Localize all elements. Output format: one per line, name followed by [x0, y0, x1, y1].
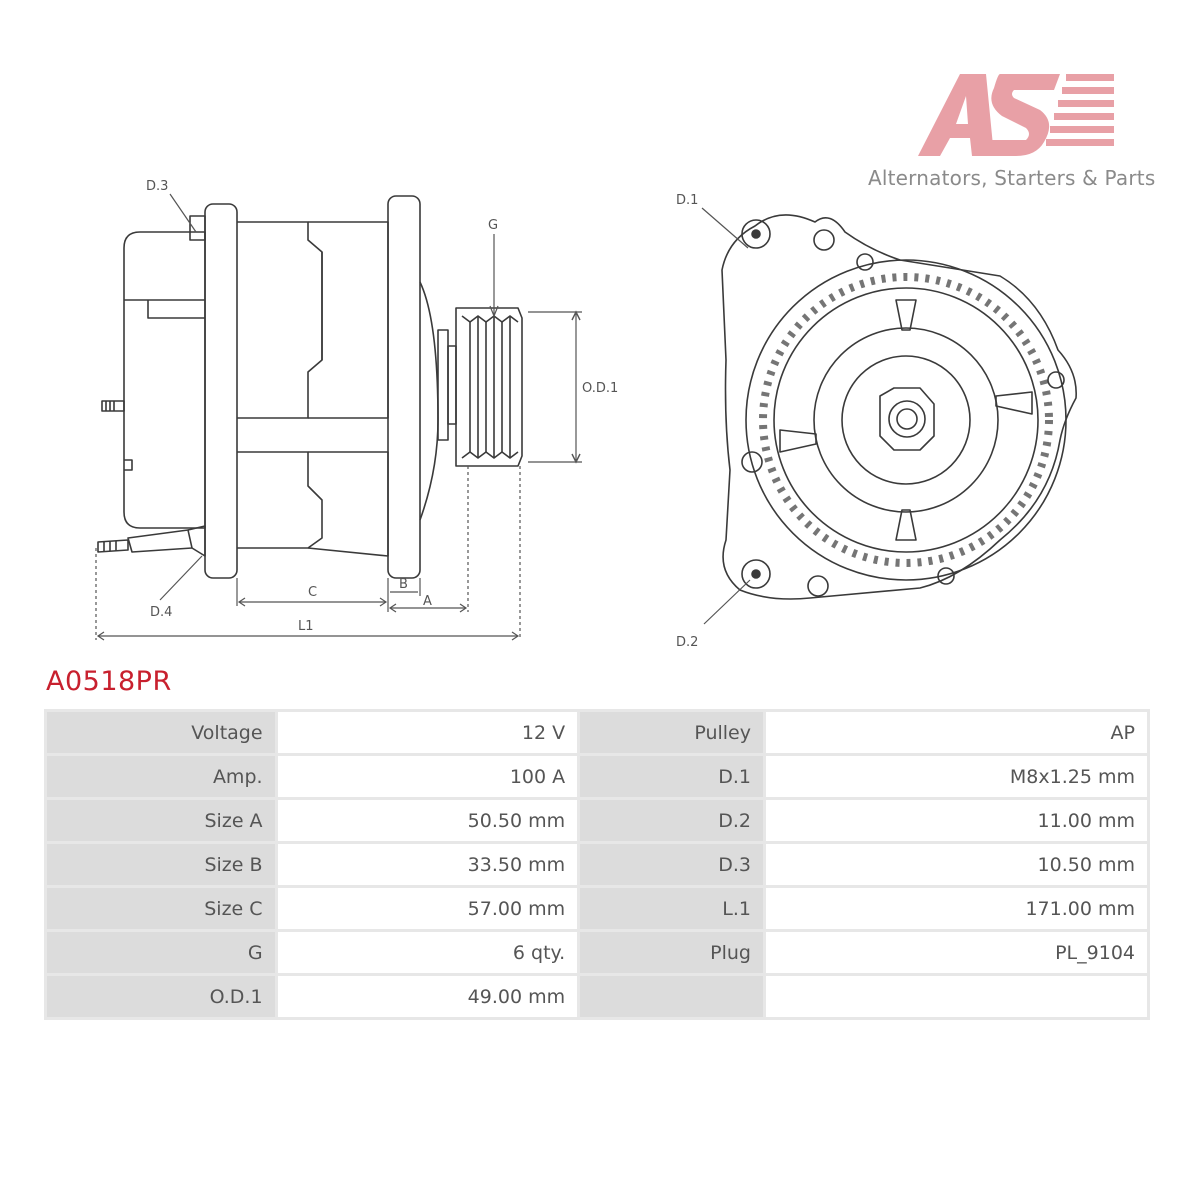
- label-d1: D.1: [676, 193, 698, 208]
- spec-value: 11.00 mm: [766, 800, 1147, 841]
- spec-label: O.D.1: [47, 976, 275, 1017]
- spec-label: Voltage: [47, 712, 275, 753]
- as-logo: [918, 74, 1114, 156]
- label-c: C: [308, 585, 317, 600]
- spec-value: [766, 976, 1147, 1017]
- spec-value: 50.50 mm: [277, 800, 578, 841]
- label-d3: D.3: [146, 179, 168, 194]
- label-d2: D.2: [676, 635, 698, 650]
- spec-label: D.3: [580, 844, 763, 885]
- spec-label: Plug: [580, 932, 763, 973]
- label-a: A: [423, 594, 432, 609]
- spec-label: Pulley: [580, 712, 763, 753]
- spec-value: 33.50 mm: [277, 844, 578, 885]
- spec-value: 49.00 mm: [277, 976, 578, 1017]
- spec-label: G: [47, 932, 275, 973]
- spec-label: Size B: [47, 844, 275, 885]
- label-g: G: [488, 218, 498, 233]
- spec-value: 6 qty.: [277, 932, 578, 973]
- brand-tagline: Alternators, Starters & Parts: [868, 166, 1156, 190]
- spec-label: [580, 976, 763, 1017]
- spec-value: AP: [766, 712, 1147, 753]
- spec-value: 10.50 mm: [766, 844, 1147, 885]
- spec-label: L.1: [580, 888, 763, 929]
- spec-value: 100 A: [277, 756, 578, 797]
- label-b: B: [399, 577, 408, 592]
- spec-value: M8x1.25 mm: [766, 756, 1147, 797]
- spec-value: 12 V: [277, 712, 578, 753]
- side-view: [97, 195, 523, 579]
- spec-value: PL_9104: [766, 932, 1147, 973]
- spec-label: Size A: [47, 800, 275, 841]
- spec-value: 57.00 mm: [277, 888, 578, 929]
- spec-label: Amp.: [47, 756, 275, 797]
- spec-label: D.1: [580, 756, 763, 797]
- spec-value: 171.00 mm: [766, 888, 1147, 929]
- label-od1: O.D.1: [582, 381, 618, 396]
- part-number: A0518PR: [46, 666, 172, 697]
- front-view: [721, 214, 1077, 600]
- label-d4: D.4: [150, 605, 172, 620]
- label-l1: L1: [298, 619, 314, 634]
- alternator-technical-drawing: D.3 D.4 G O.D.1 C B A L1 D.1 D.2: [95, 179, 1077, 650]
- spec-label: D.2: [580, 800, 763, 841]
- spec-label: Size C: [47, 888, 275, 929]
